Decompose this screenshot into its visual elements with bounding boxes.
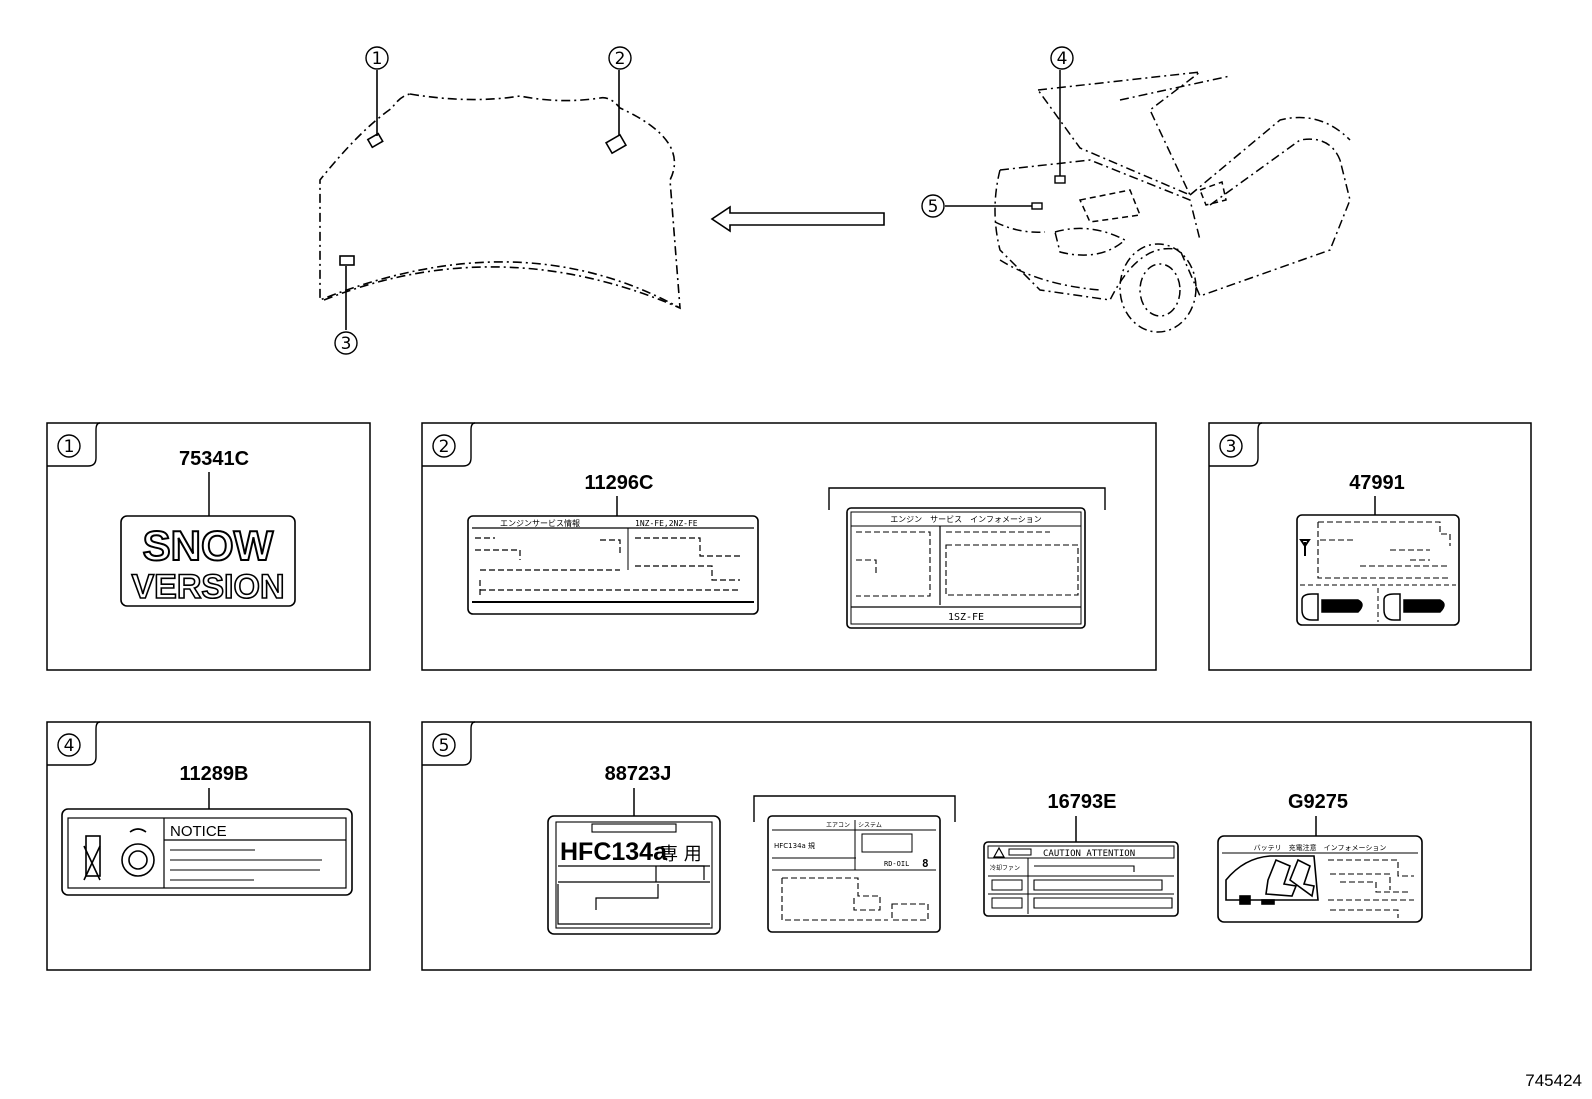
panel-2-badge: 2 [439, 437, 450, 457]
svg-text:4: 4 [1057, 49, 1068, 69]
engine-service-label-a: エンジンサービス情報 1NZ-FE,2NZ-FE [467, 515, 759, 615]
svg-text:5: 5 [928, 197, 939, 217]
panel-5-badge: 5 [439, 736, 450, 756]
diagram-reference-number: 745424 [1525, 1071, 1582, 1090]
svg-text:1SZ-FE: 1SZ-FE [948, 612, 984, 623]
tire-icon-right [1383, 593, 1445, 621]
part-number-47991: 47991 [1349, 472, 1405, 494]
svg-text:1: 1 [372, 49, 383, 69]
svg-text:エンジン サービス インフォメーション: エンジン サービス インフォメーション [890, 515, 1042, 524]
hood-illustration [319, 70, 681, 330]
part-number-88723J: 88723J [605, 763, 672, 785]
notice-label: NOTICE [61, 808, 353, 896]
warning-pictogram-icon [83, 828, 155, 881]
svg-text:2: 2 [615, 49, 626, 69]
svg-text:エンジンサービス情報: エンジンサービス情報 [500, 518, 580, 528]
svg-text:3: 3 [341, 334, 352, 354]
snow-label-line-2: VERSION [131, 568, 284, 606]
callout-1: 1 [365, 46, 389, 70]
part-number-75341C: 75341C [179, 448, 249, 470]
hood-label-2-marker [604, 133, 628, 155]
exclusive-use-text: 専 用 [660, 844, 702, 865]
svg-text:バッテリ 充電注意 インフォメーション: バッテリ 充電注意 インフォメーション [1254, 843, 1387, 852]
notice-text: NOTICE [170, 823, 227, 840]
wrench-icon [1299, 539, 1311, 556]
caution-attention-text: CAUTION ATTENTION [1043, 849, 1135, 859]
hfc134a-label: HFC134a 専 用 [547, 815, 721, 935]
hfc134a-text: HFC134a [560, 838, 668, 866]
callout-4: 4 [1050, 46, 1074, 70]
hood-inner-line [323, 266, 681, 309]
callout-2: 2 [608, 46, 632, 70]
panel-4-badge: 4 [64, 736, 75, 756]
part-number-11289B: 11289B [180, 763, 249, 785]
callout-5: 5 [921, 194, 945, 218]
maintenance-label [1296, 514, 1460, 626]
part-number-16793E: 16793E [1048, 791, 1117, 813]
svg-text:1NZ-FE,2NZ-FE: 1NZ-FE,2NZ-FE [635, 519, 698, 528]
car-illustration [945, 70, 1351, 333]
hood-label-1-marker [366, 132, 384, 149]
panel-4: 4 11289B NOTICE [46, 721, 371, 971]
panel-5: 5 88723J HFC134a 専 用 エアコン システム HFC134a 規… [421, 721, 1532, 971]
hood-outline [319, 93, 681, 310]
panel-3-badge: 3 [1226, 437, 1237, 457]
part-number-11296C: 11296C [585, 472, 654, 494]
engine-service-label-b: エンジン サービス インフォメーション 1SZ-FE [846, 507, 1086, 629]
callout-3: 3 [334, 331, 358, 355]
svg-text:8: 8 [922, 857, 929, 870]
battery-info-label: バッテリ 充電注意 インフォメーション [1217, 835, 1423, 923]
svg-text:冷却ファン: 冷却ファン [990, 864, 1020, 872]
panel-1: 1 75341C SNOW VERSION [46, 422, 371, 671]
tire-icon-left [1301, 593, 1363, 621]
svg-text:エアコン: エアコン [826, 822, 850, 829]
snow-label-line-1: SNOW [143, 522, 274, 569]
hood-label-3-marker [339, 255, 355, 266]
caution-attention-label: CAUTION ATTENTION 冷却ファン [983, 841, 1179, 917]
panel-1-badge: 1 [64, 437, 75, 457]
part-number-G9275: G9275 [1288, 791, 1348, 813]
ac-system-label: エアコン システム HFC134a 規 RD-OIL 8 [767, 815, 941, 933]
direction-arrow [710, 205, 885, 233]
svg-text:HFC134a 規: HFC134a 規 [774, 841, 815, 850]
svg-text:システム: システム [858, 822, 882, 829]
vehicle-seat-icon [1225, 855, 1319, 905]
panel-3: 3 47991 [1208, 422, 1532, 671]
warning-triangle-icon [992, 846, 1006, 858]
panel-2: 2 11296C エンジンサービス情報 1NZ-FE,2NZ-FE エンジン サ… [421, 422, 1157, 671]
svg-text:RD-OIL: RD-OIL [884, 860, 909, 868]
